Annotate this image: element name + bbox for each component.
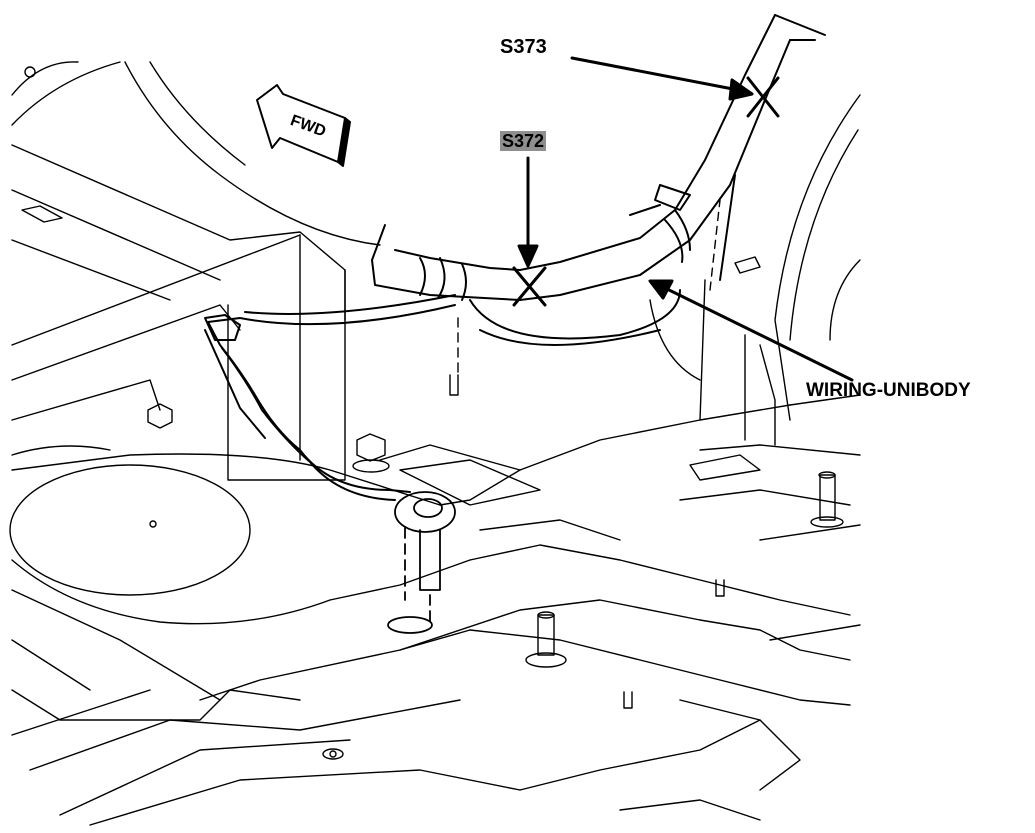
splice-label-s372: S372 [500,131,547,151]
wheelhouse-outline [11,61,381,246]
splice-mark-s373 [746,76,780,118]
stud-fasteners [147,256,844,760]
quarter-panel-lines [649,94,861,641]
lead-wire [204,294,456,501]
callout-arrows [517,56,854,382]
splice-mark-s372 [512,266,547,307]
fwd-arrow-icon: FWD [256,84,351,167]
grommet [387,491,456,634]
wiring-harness [371,14,826,346]
wiring-unibody-label: WIRING-UNIBODY [806,380,971,401]
splice-label-s373: S373 [500,36,547,58]
